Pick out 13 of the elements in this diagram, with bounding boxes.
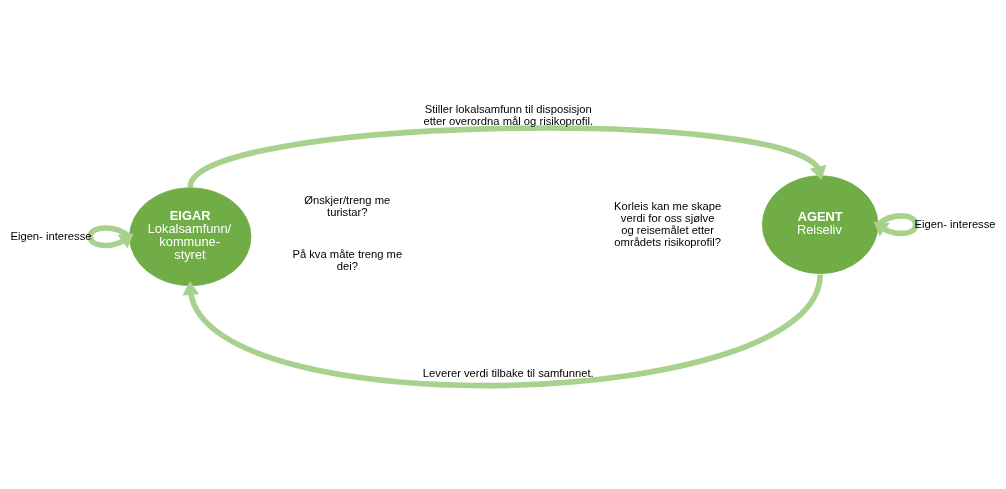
edge-label: Stiller lokalsamfunn til disposisjon etter overordna mål og risikoprofil. <box>423 102 594 127</box>
edge-label: Leverer verdi tilbake til samfunnet. <box>422 366 594 379</box>
label: Ønskjer/treng me turistar? <box>304 193 391 218</box>
arrow <box>188 124 827 189</box>
edge-label: Eigen- interesse <box>914 217 996 230</box>
label: På kva måte treng me dei? <box>292 247 403 272</box>
edge-label: Eigen- interesse <box>10 229 92 242</box>
arrow <box>873 212 919 236</box>
arrow <box>87 224 134 248</box>
arrow <box>182 272 823 388</box>
label: Korleis kan me skape verdi for oss sjølve og reisemålet etter områdets risikoprofil? <box>614 199 722 248</box>
node-ellipse: EIGAR Lokalsamfunn/ kommune- styret <box>129 186 252 286</box>
node-ellipse: AGENT Reiseliv <box>761 174 879 274</box>
